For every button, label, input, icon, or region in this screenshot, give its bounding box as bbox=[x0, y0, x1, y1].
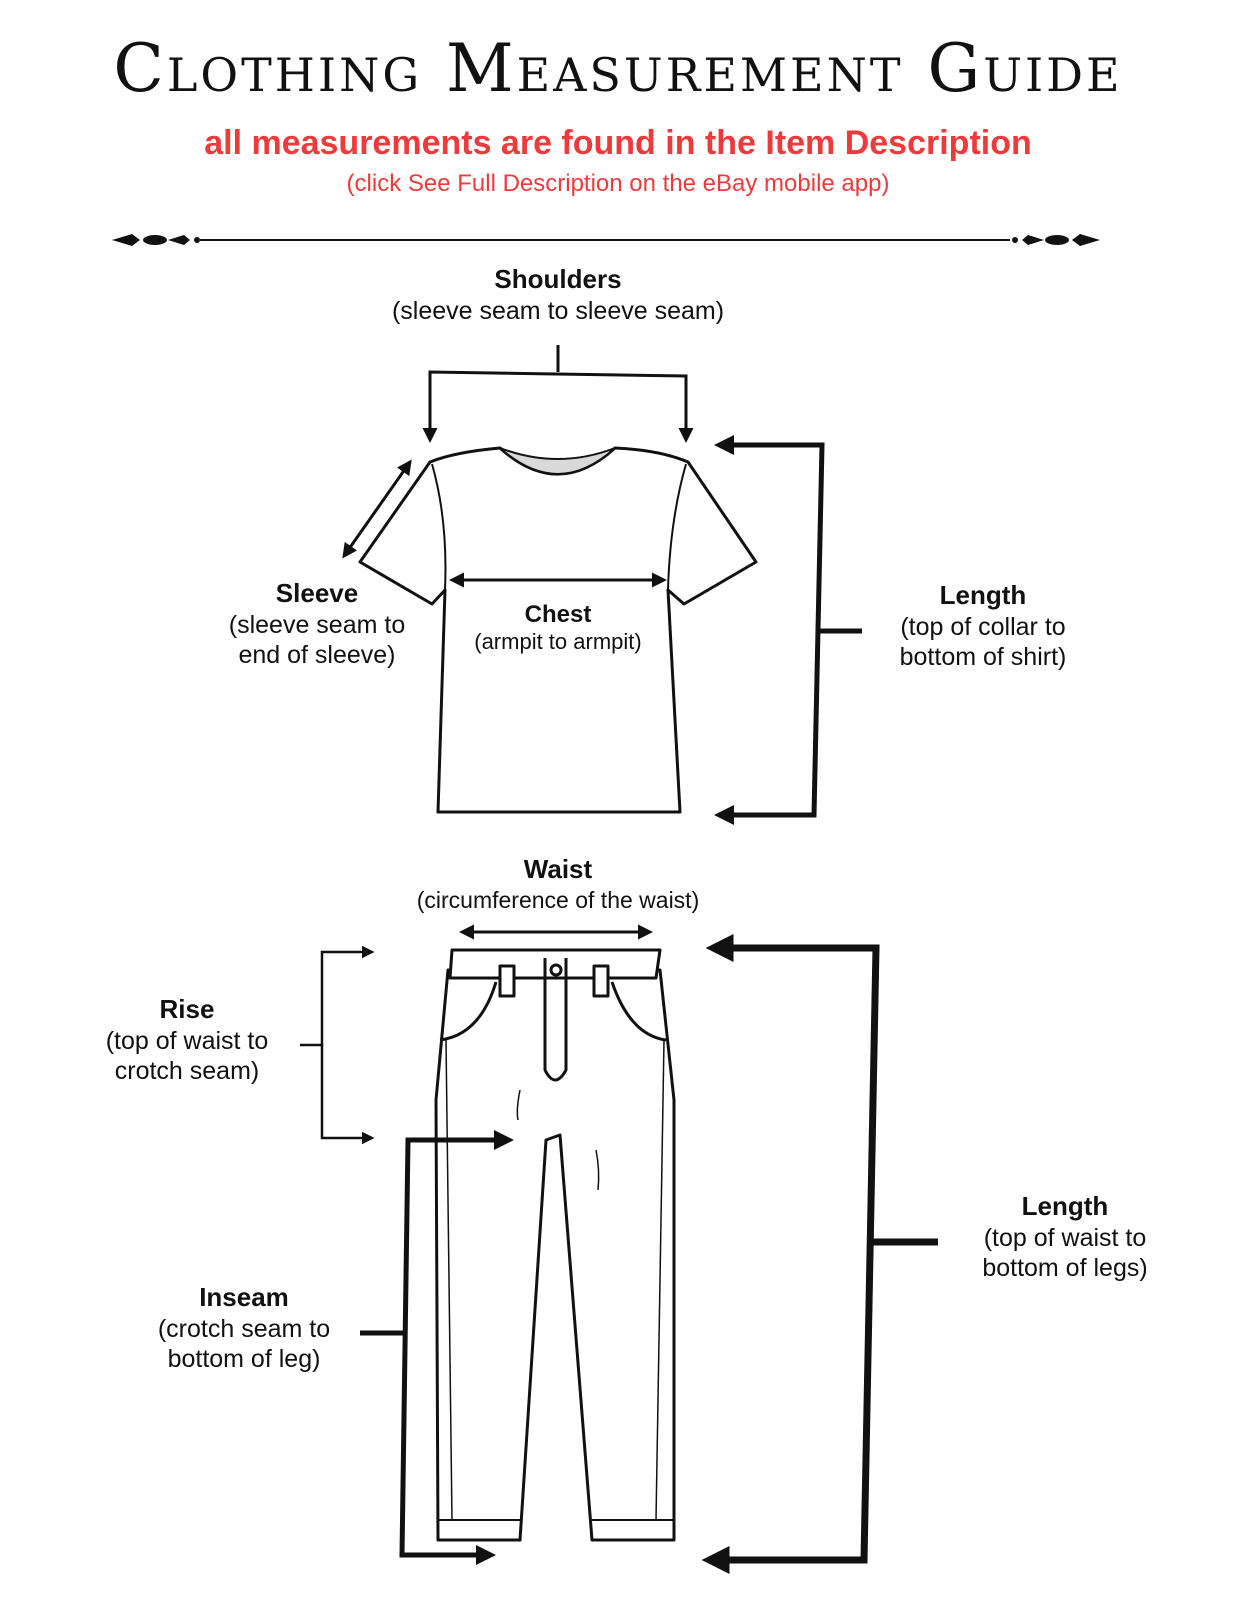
shoulders-heading: Shoulders bbox=[494, 264, 622, 294]
tshirt-illustration bbox=[358, 446, 758, 814]
chest-label: Chest (armpit to armpit) bbox=[448, 600, 668, 656]
shirt-length-heading: Length bbox=[939, 580, 1027, 610]
waist-description: (circumference of the waist) bbox=[416, 886, 700, 913]
rise-arrow bbox=[300, 945, 375, 1145]
rise-label: Rise (top of waist to crotch seam) bbox=[72, 994, 302, 1087]
inseam-description: (crotch seam to bottom of leg) bbox=[157, 1314, 331, 1374]
sleeve-label: Sleeve (sleeve seam to end of sleeve) bbox=[200, 578, 434, 671]
pants-length-heading: Length bbox=[1021, 1191, 1109, 1221]
page-subtitle: all measurements are found in the Item D… bbox=[204, 124, 1032, 162]
page-title: Clothing Measurement Guide bbox=[113, 30, 1123, 107]
shoulders-label: Shoulders (sleeve seam to sleeve seam) bbox=[358, 264, 758, 326]
sleeve-heading: Sleeve bbox=[275, 578, 359, 608]
shirt-length-arrow bbox=[714, 435, 862, 825]
pants-length-description: (top of waist to bottom of legs) bbox=[982, 1223, 1148, 1283]
rise-heading: Rise bbox=[159, 994, 215, 1024]
shirt-length-description: (top of collar to bottom of shirt) bbox=[899, 612, 1067, 672]
page-note: (click See Full Description on the eBay … bbox=[346, 170, 890, 197]
inseam-label: Inseam (crotch seam to bottom of leg) bbox=[126, 1282, 362, 1375]
chest-description: (armpit to armpit) bbox=[474, 629, 642, 655]
shirt-length-label: Length (top of collar to bottom of shirt… bbox=[866, 580, 1100, 673]
inseam-heading: Inseam bbox=[199, 1282, 289, 1312]
sleeve-arrow bbox=[342, 459, 412, 559]
pants-illustration bbox=[434, 948, 676, 1542]
ornamental-divider bbox=[112, 234, 1100, 246]
inseam-arrow bbox=[360, 1130, 514, 1565]
waist-heading: Waist bbox=[523, 854, 593, 884]
waist-label: Waist (circumference of the waist) bbox=[378, 854, 738, 914]
pants-length-label: Length (top of waist to bottom of legs) bbox=[948, 1191, 1182, 1284]
chest-heading: Chest bbox=[524, 601, 592, 628]
shoulders-arrow bbox=[422, 345, 694, 443]
shoulders-description: (sleeve seam to sleeve seam) bbox=[391, 296, 725, 325]
rise-description: (top of waist to crotch seam) bbox=[105, 1026, 269, 1086]
sleeve-description: (sleeve seam to end of sleeve) bbox=[228, 610, 406, 670]
pants-length-arrow bbox=[701, 934, 938, 1574]
